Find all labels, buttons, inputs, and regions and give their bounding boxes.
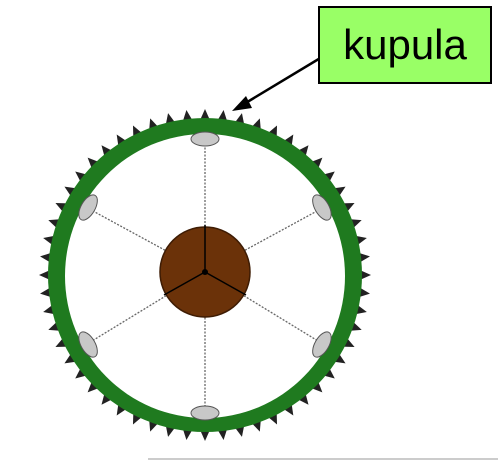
ring-tooth (87, 380, 100, 393)
spoke (83, 271, 206, 347)
ring-tooth (87, 157, 100, 170)
hub-center (202, 269, 208, 275)
pod (312, 331, 332, 358)
pod (78, 194, 98, 221)
pod (190, 131, 220, 147)
ring-tooth (310, 157, 323, 170)
hub-lines (163, 225, 247, 296)
pod (78, 331, 98, 358)
kupula-label: kupula (318, 6, 492, 84)
spoke (204, 271, 327, 347)
pod (312, 194, 332, 221)
label-arrow (232, 55, 323, 111)
ring-tooth (310, 380, 323, 393)
kupula-label-text: kupula (343, 21, 467, 68)
pod (190, 405, 220, 421)
pods (78, 131, 332, 421)
